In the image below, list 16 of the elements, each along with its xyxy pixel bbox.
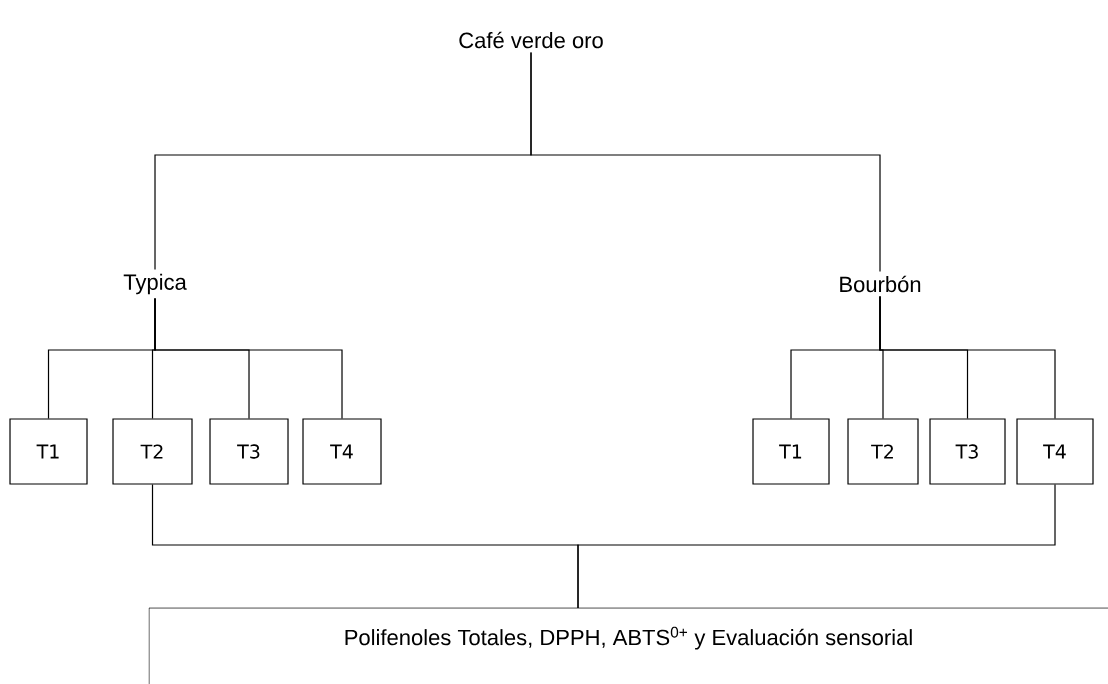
connector-line xyxy=(577,484,1056,609)
treatment-box: T1 xyxy=(9,418,88,485)
treatment-box: T4 xyxy=(1016,418,1094,485)
result-box: Polifenoles Totales, DPPH, ABTS$^{0+}$ y Evaluación sensorial xyxy=(148,607,1108,684)
treatment-box: T1 xyxy=(752,418,830,485)
treatment-box: T2 xyxy=(847,418,919,485)
treatment-box: T3 xyxy=(209,418,289,485)
connector-line xyxy=(154,297,343,419)
category-label: Typica xyxy=(123,273,187,295)
treatment-box: T3 xyxy=(929,418,1006,485)
connector-line xyxy=(879,295,1056,419)
category-label: Café verde oro xyxy=(459,31,603,49)
treatment-box: T4 xyxy=(302,418,382,485)
connector-line xyxy=(530,51,881,273)
treatment-box: T2 xyxy=(112,418,193,485)
category-label: Bourbón xyxy=(840,275,921,293)
